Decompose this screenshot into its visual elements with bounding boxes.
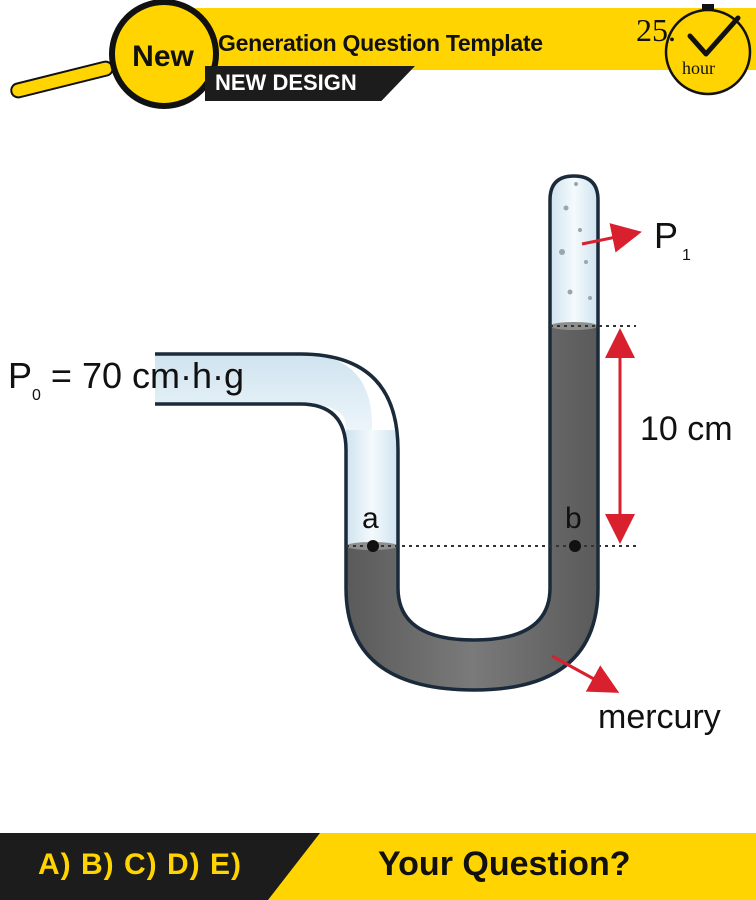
u-tube-diagram (155, 174, 642, 693)
left-vertical-glass (346, 430, 398, 548)
point-a-label: a (362, 502, 379, 535)
p1-symbol: P (654, 215, 679, 256)
answer-options: A) B) C) D) E) (38, 848, 242, 881)
p0-symbol: P (8, 355, 33, 396)
mercury-column (346, 326, 598, 690)
height-label: 10 cm (640, 410, 733, 448)
p0-label: P0 = 70 cm·h·g (8, 355, 244, 405)
question-prompt: Your Question? (378, 845, 631, 883)
gas-particles (559, 182, 592, 300)
timer-unit: hour (682, 58, 715, 78)
point-a-dot (367, 540, 379, 552)
p0-subscript: 0 (32, 387, 41, 404)
header-graphics (10, 0, 752, 109)
footer-question-band (268, 833, 756, 900)
tube-outline (155, 174, 600, 692)
point-b-label: b (565, 502, 582, 535)
timer-value: 25. (636, 12, 676, 48)
left-glass-section (155, 354, 372, 546)
right-gas-column (550, 176, 598, 326)
mercury-arrow (551, 654, 620, 693)
p1-arrow (581, 223, 642, 253)
header-title: Generation Question Template (218, 30, 543, 56)
checkmark-icon (687, 15, 741, 57)
mercury-label: mercury (598, 698, 721, 736)
p0-value: = 70 cm·h·g (40, 355, 245, 396)
new-badge-circle (109, 0, 219, 109)
subtitle-bar (205, 66, 415, 101)
header-band (140, 8, 756, 70)
p1-subscript: 1 (682, 247, 691, 264)
new-badge-label: New (132, 40, 194, 73)
header-subtitle: NEW DESIGN (215, 70, 357, 95)
point-b-dot (569, 540, 581, 552)
